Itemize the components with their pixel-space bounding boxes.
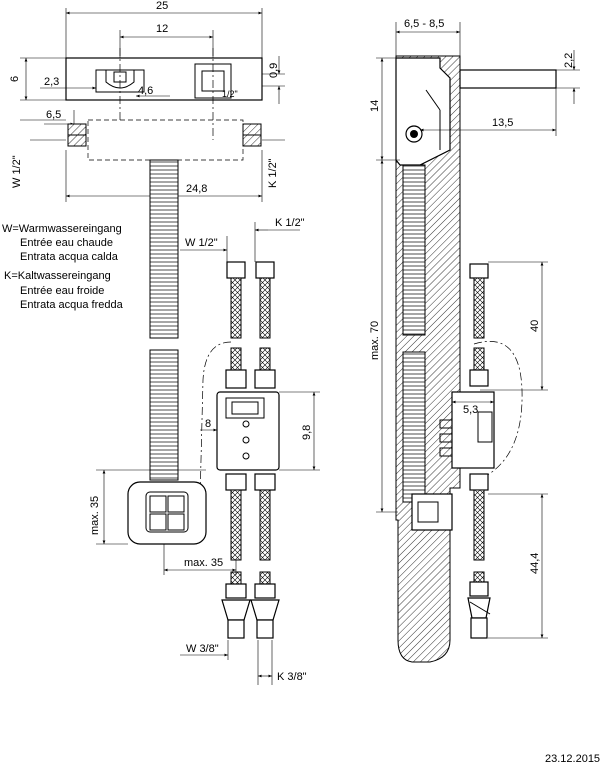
legend-k-line1: K=Kaltwassereingang bbox=[4, 270, 111, 282]
dim-13-5: 13,5 bbox=[492, 117, 513, 129]
hose-assembly: W 1/2" K 1/2" 8 9,8 bbox=[180, 217, 320, 685]
dim-14: 14 bbox=[369, 100, 381, 112]
spout bbox=[459, 69, 557, 89]
dim-6-5: 6,5 bbox=[46, 109, 61, 121]
dim-12: 12 bbox=[156, 23, 168, 35]
dim-6: 6 bbox=[9, 76, 21, 82]
legend-k-line3: Entrata acqua fredda bbox=[20, 299, 124, 311]
legend-w-line1: W=Warmwassereingang bbox=[2, 223, 122, 235]
dim-0-9: 0,9 bbox=[268, 63, 280, 78]
dim-40: 40 bbox=[529, 320, 541, 332]
legend-w-line3: Entrata acqua calda bbox=[20, 251, 119, 263]
label-w-half-hose: W 1/2" bbox=[185, 237, 218, 249]
dim-25: 25 bbox=[156, 0, 168, 12]
side-valve-block bbox=[451, 391, 495, 469]
front-view-top-box: 25 12 1/2" 6 2,3 4,6 0,9 bbox=[9, 0, 285, 140]
label-w-half-side: W 1/2" bbox=[11, 155, 23, 188]
legend: W=Warmwassereingang Entrée eau chaude En… bbox=[2, 223, 124, 311]
label-w-3-8: W 3/8" bbox=[186, 643, 219, 655]
dim-half-inch-top: 1/2" bbox=[222, 89, 238, 99]
legend-k-line2: Entrée eau froide bbox=[20, 285, 104, 297]
dim-max35-vertical: max. 35 bbox=[89, 496, 101, 535]
wall-plate: max. 35 max. 35 bbox=[89, 469, 237, 575]
drawing-date: 23.12.2015 bbox=[545, 753, 600, 765]
label-k-half-side: K 1/2" bbox=[267, 158, 279, 188]
side-view: 6,5 - 8,5 2,2 14 13,5 max. 70 bbox=[369, 18, 580, 663]
front-view-rail: W 1/2" K 1/2" 24,8 bbox=[11, 119, 285, 202]
dim-2-2: 2,2 bbox=[563, 53, 575, 68]
dim-max70: max. 70 bbox=[369, 321, 381, 360]
dim-44-4: 44,4 bbox=[529, 553, 541, 574]
label-k-half-hose: K 1/2" bbox=[275, 217, 305, 229]
dim-8: 8 bbox=[205, 418, 211, 430]
dim-2-3: 2,3 bbox=[44, 76, 59, 88]
dim-4-6: 4,6 bbox=[138, 85, 153, 97]
mounting-box bbox=[65, 57, 263, 101]
dim-6-5-8-5: 6,5 - 8,5 bbox=[404, 18, 444, 30]
dim-5-3: 5,3 bbox=[463, 404, 478, 416]
dim-24-8: 24,8 bbox=[186, 183, 207, 195]
label-k-3-8: K 3/8" bbox=[277, 671, 307, 683]
dim-9-8: 9,8 bbox=[301, 425, 313, 440]
legend-w-line2: Entrée eau chaude bbox=[20, 237, 113, 249]
dim-max35-horizontal: max. 35 bbox=[184, 557, 223, 569]
flex-conduit bbox=[149, 159, 179, 481]
